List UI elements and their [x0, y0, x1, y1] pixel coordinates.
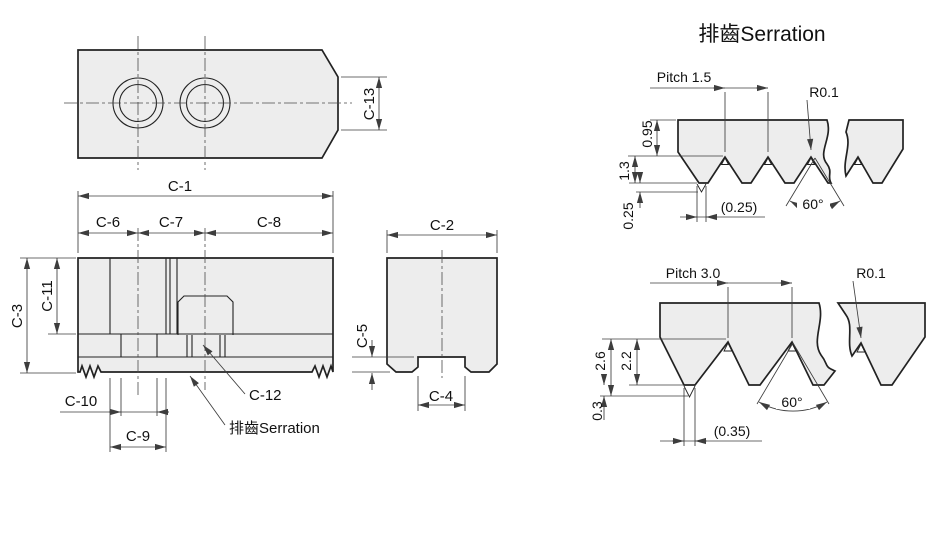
dim-c3: C-3	[9, 304, 26, 328]
dim-c8: C-8	[257, 214, 281, 231]
dim-c12: C-12	[249, 387, 282, 404]
dim-c7: C-7	[159, 214, 183, 231]
plan-view: C-13	[64, 36, 387, 170]
p15-extension-lines	[628, 119, 723, 193]
p30-radius-leader	[852, 280, 863, 339]
p15-angle-label: 60°	[802, 196, 823, 212]
serration-title: 排齒Serration	[698, 23, 825, 46]
p30-flat-extensions	[683, 388, 696, 446]
p30-angle-label-bg	[776, 394, 810, 409]
end-view: C-2 C-5 C-4	[352, 217, 498, 411]
p15-valley-tip-marks	[720, 157, 863, 165]
p15-pitch-label: Pitch 1.5	[657, 69, 712, 85]
p30-angle-arc	[758, 401, 828, 412]
jaw-plan-outline	[77, 49, 339, 159]
p30-tip-label: 0.3	[589, 401, 605, 421]
p15-angle-rays	[785, 157, 845, 207]
p15-profile-left	[677, 119, 833, 184]
p30-extension-lines	[600, 338, 726, 397]
serration-leader-line	[189, 375, 226, 426]
dim-c13: C-13	[361, 88, 378, 121]
p30-toothheight-label: 2.2	[618, 351, 634, 371]
dim-c6: C-6	[96, 214, 120, 231]
p30-pitch-extensions	[727, 287, 793, 338]
p30-profile-right	[836, 302, 926, 386]
p15-pitch-extensions	[724, 92, 769, 152]
pitch-3-0-detail: Pitch 3.0 R0.1 2.6 2.2 0.3 (0.35) 60°	[589, 265, 926, 446]
dim-c4: C-4	[429, 388, 453, 405]
p30-valley-tip-marks	[723, 341, 866, 353]
front-view: C-1 C-6 C-7 C-8 C-3 C-11 C-10 C-9 C-12 排…	[9, 178, 334, 452]
dim-c11: C-11	[39, 280, 56, 311]
p15-depth-label: 0.95	[639, 120, 655, 147]
p15-angle-label-bg	[797, 196, 830, 211]
p15-profile-right	[844, 119, 904, 184]
dim-c2: C-2	[430, 217, 454, 234]
serration-callout: 排齒Serration	[229, 420, 320, 437]
dim-c10: C-10	[65, 393, 98, 410]
tnut-stem-edges	[186, 335, 226, 357]
p30-sharp-tip-vee	[683, 385, 696, 399]
jaw-end-outline	[386, 257, 498, 373]
dim-c5: C-5	[354, 324, 371, 348]
wide-slot-edges	[109, 258, 167, 334]
p30-radius-label: R0.1	[856, 265, 886, 281]
jaw-front-outline	[77, 257, 334, 380]
p30-profile-left	[659, 302, 837, 386]
c5-extension-lines	[352, 356, 414, 373]
p30-depth-label: 2.6	[592, 351, 608, 371]
p30-pitch-label: Pitch 3.0	[666, 265, 721, 281]
pitch-1-5-detail: Pitch 1.5 R0.1 0.95 1.3 0.25 (0.25) 60°	[616, 69, 904, 230]
c1-extension-lines	[77, 191, 334, 253]
narrow-slot-edges	[169, 258, 178, 334]
p30-flat-label: (0.35)	[714, 423, 751, 439]
slot-throat-edges	[120, 334, 158, 357]
tnut-head-outline	[177, 295, 234, 335]
p15-tip-label: 0.25	[620, 202, 636, 229]
dim-c1: C-1	[168, 178, 192, 195]
c3-extension-lines	[20, 257, 76, 374]
p15-toothheight-label: 1.3	[616, 161, 632, 181]
p30-angle-rays	[756, 342, 830, 405]
p30-angle-label: 60°	[781, 394, 802, 410]
p15-radius-leader	[806, 99, 814, 151]
p15-sharp-tip-vee	[696, 183, 707, 193]
p15-flat-label: (0.25)	[721, 199, 758, 215]
c12-leader-line	[202, 344, 246, 395]
dim-c9: C-9	[126, 428, 150, 445]
p15-radius-label: R0.1	[809, 84, 839, 100]
